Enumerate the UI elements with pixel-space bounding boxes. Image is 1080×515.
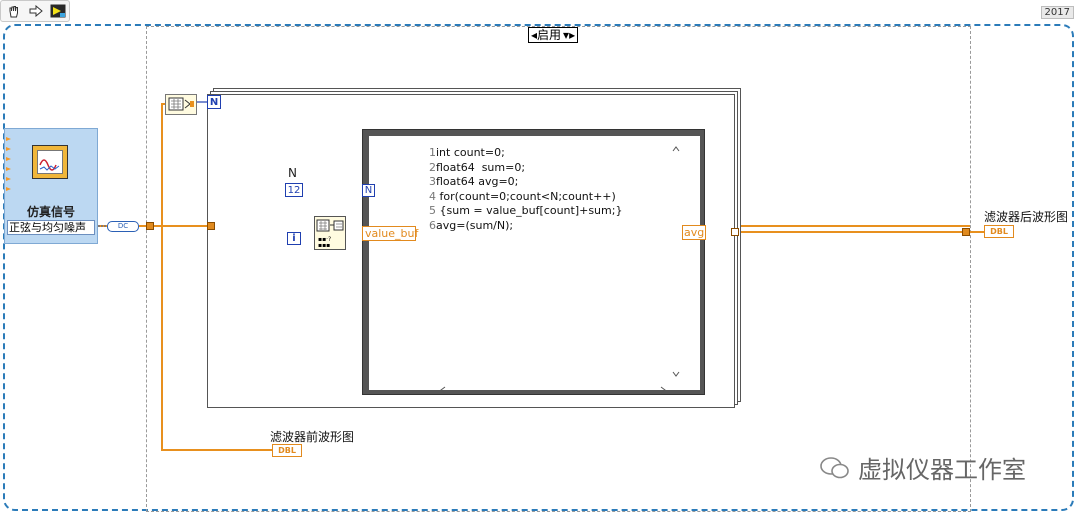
code-line-number: 6 bbox=[429, 219, 436, 232]
case-dropdown-icon[interactable]: ▾ bbox=[563, 28, 570, 42]
loop-output-tunnel bbox=[731, 228, 739, 236]
formula-code-area[interactable]: 1int count=0;2float64 sum=0;3float64 avg… bbox=[369, 136, 700, 394]
hand-icon[interactable] bbox=[5, 3, 23, 19]
code-line[interactable]: 1int count=0; bbox=[429, 146, 505, 159]
case-selector-label: 启用 bbox=[537, 28, 562, 42]
length-constant[interactable]: 12 bbox=[285, 183, 303, 197]
formula-node[interactable]: 1int count=0;2float64 sum=0;3float64 avg… bbox=[362, 129, 705, 395]
run-arrow-icon[interactable] bbox=[49, 3, 67, 19]
code-line[interactable]: 3float64 avg=0; bbox=[429, 175, 518, 188]
case-output-tunnel bbox=[962, 228, 970, 236]
arrow-right-icon[interactable] bbox=[27, 3, 45, 19]
simulate-signal-vi[interactable]: 仿真信号 正弦与均匀噪声 bbox=[4, 128, 98, 244]
formula-input-n[interactable]: N bbox=[362, 184, 375, 197]
code-line[interactable]: 6avg=(sum/N); bbox=[429, 219, 513, 232]
code-line-number: 4 bbox=[429, 189, 436, 203]
simulate-signal-mode[interactable]: 正弦与均匀噪声 bbox=[7, 220, 95, 235]
code-line[interactable]: 4 for(count=0;count<N;count++) bbox=[429, 190, 616, 203]
svg-text:▪▪·?: ▪▪·? bbox=[318, 236, 331, 243]
simulate-signal-title: 仿真信号 bbox=[26, 205, 75, 219]
code-line-text: float64 avg=0; bbox=[436, 175, 519, 189]
code-line[interactable]: 5 {sum = value_buf[count]+sum;} bbox=[429, 204, 622, 217]
before-filter-graph-terminal[interactable]: DBL bbox=[272, 444, 302, 457]
iteration-terminal[interactable]: i bbox=[287, 232, 301, 245]
code-line-text: {sum = value_buf[count]+sum;} bbox=[436, 204, 623, 218]
prev-case-arrow-icon[interactable]: ◂ bbox=[531, 28, 538, 42]
formula-input-value-buf[interactable]: value_buf bbox=[362, 226, 418, 241]
dynamic-data-terminal[interactable]: DC bbox=[107, 221, 139, 232]
wechat-icon bbox=[820, 456, 849, 478]
code-line-number: 5 bbox=[429, 204, 436, 218]
case-structure-frame bbox=[146, 26, 971, 512]
version-label: 2017 bbox=[1040, 6, 1074, 19]
convert-from-dynamic-data-node[interactable] bbox=[165, 94, 197, 115]
code-line-number: 1 bbox=[429, 146, 436, 159]
code-line[interactable]: 2float64 sum=0; bbox=[429, 161, 525, 174]
loop-input-tunnel bbox=[207, 222, 215, 230]
horizontal-scrollbar[interactable] bbox=[435, 380, 671, 394]
code-line-number: 2 bbox=[429, 160, 436, 174]
code-line-text: for(count=0;count<N;count++) bbox=[436, 189, 616, 203]
case-input-tunnel bbox=[146, 222, 154, 230]
outer-structure-frame bbox=[3, 24, 1074, 511]
after-filter-graph-terminal[interactable]: DBL bbox=[984, 225, 1014, 238]
vertical-scrollbar[interactable] bbox=[669, 142, 683, 382]
code-line-number: 3 bbox=[429, 175, 436, 189]
watermark-text: 虚拟仪器工作室 bbox=[858, 456, 1026, 484]
code-line-text: avg=(sum/N); bbox=[436, 219, 514, 232]
before-filter-graph-label: 滤波器前波形图 bbox=[270, 430, 355, 444]
case-selector[interactable]: ◂ 启用 ▾ ▸ bbox=[528, 27, 579, 43]
code-line-text: int count=0; bbox=[436, 146, 505, 159]
array-subset-node[interactable]: ▪▪·?▪▪▪ bbox=[314, 216, 346, 250]
simulate-signal-icon bbox=[32, 145, 68, 179]
code-line-text: float64 sum=0; bbox=[436, 160, 526, 174]
formula-output-avg[interactable]: avg bbox=[682, 225, 706, 240]
next-case-arrow-icon[interactable]: ▸ bbox=[569, 28, 576, 42]
subset-n-label: N bbox=[288, 166, 297, 180]
svg-text:▪▪▪: ▪▪▪ bbox=[318, 242, 330, 249]
after-filter-graph-label: 滤波器后波形图 bbox=[984, 210, 1069, 224]
toolbar bbox=[0, 0, 70, 22]
input-terminals bbox=[6, 135, 12, 195]
loop-count-terminal[interactable]: N bbox=[207, 95, 221, 109]
watermark: 虚拟仪器工作室 bbox=[820, 450, 1026, 485]
